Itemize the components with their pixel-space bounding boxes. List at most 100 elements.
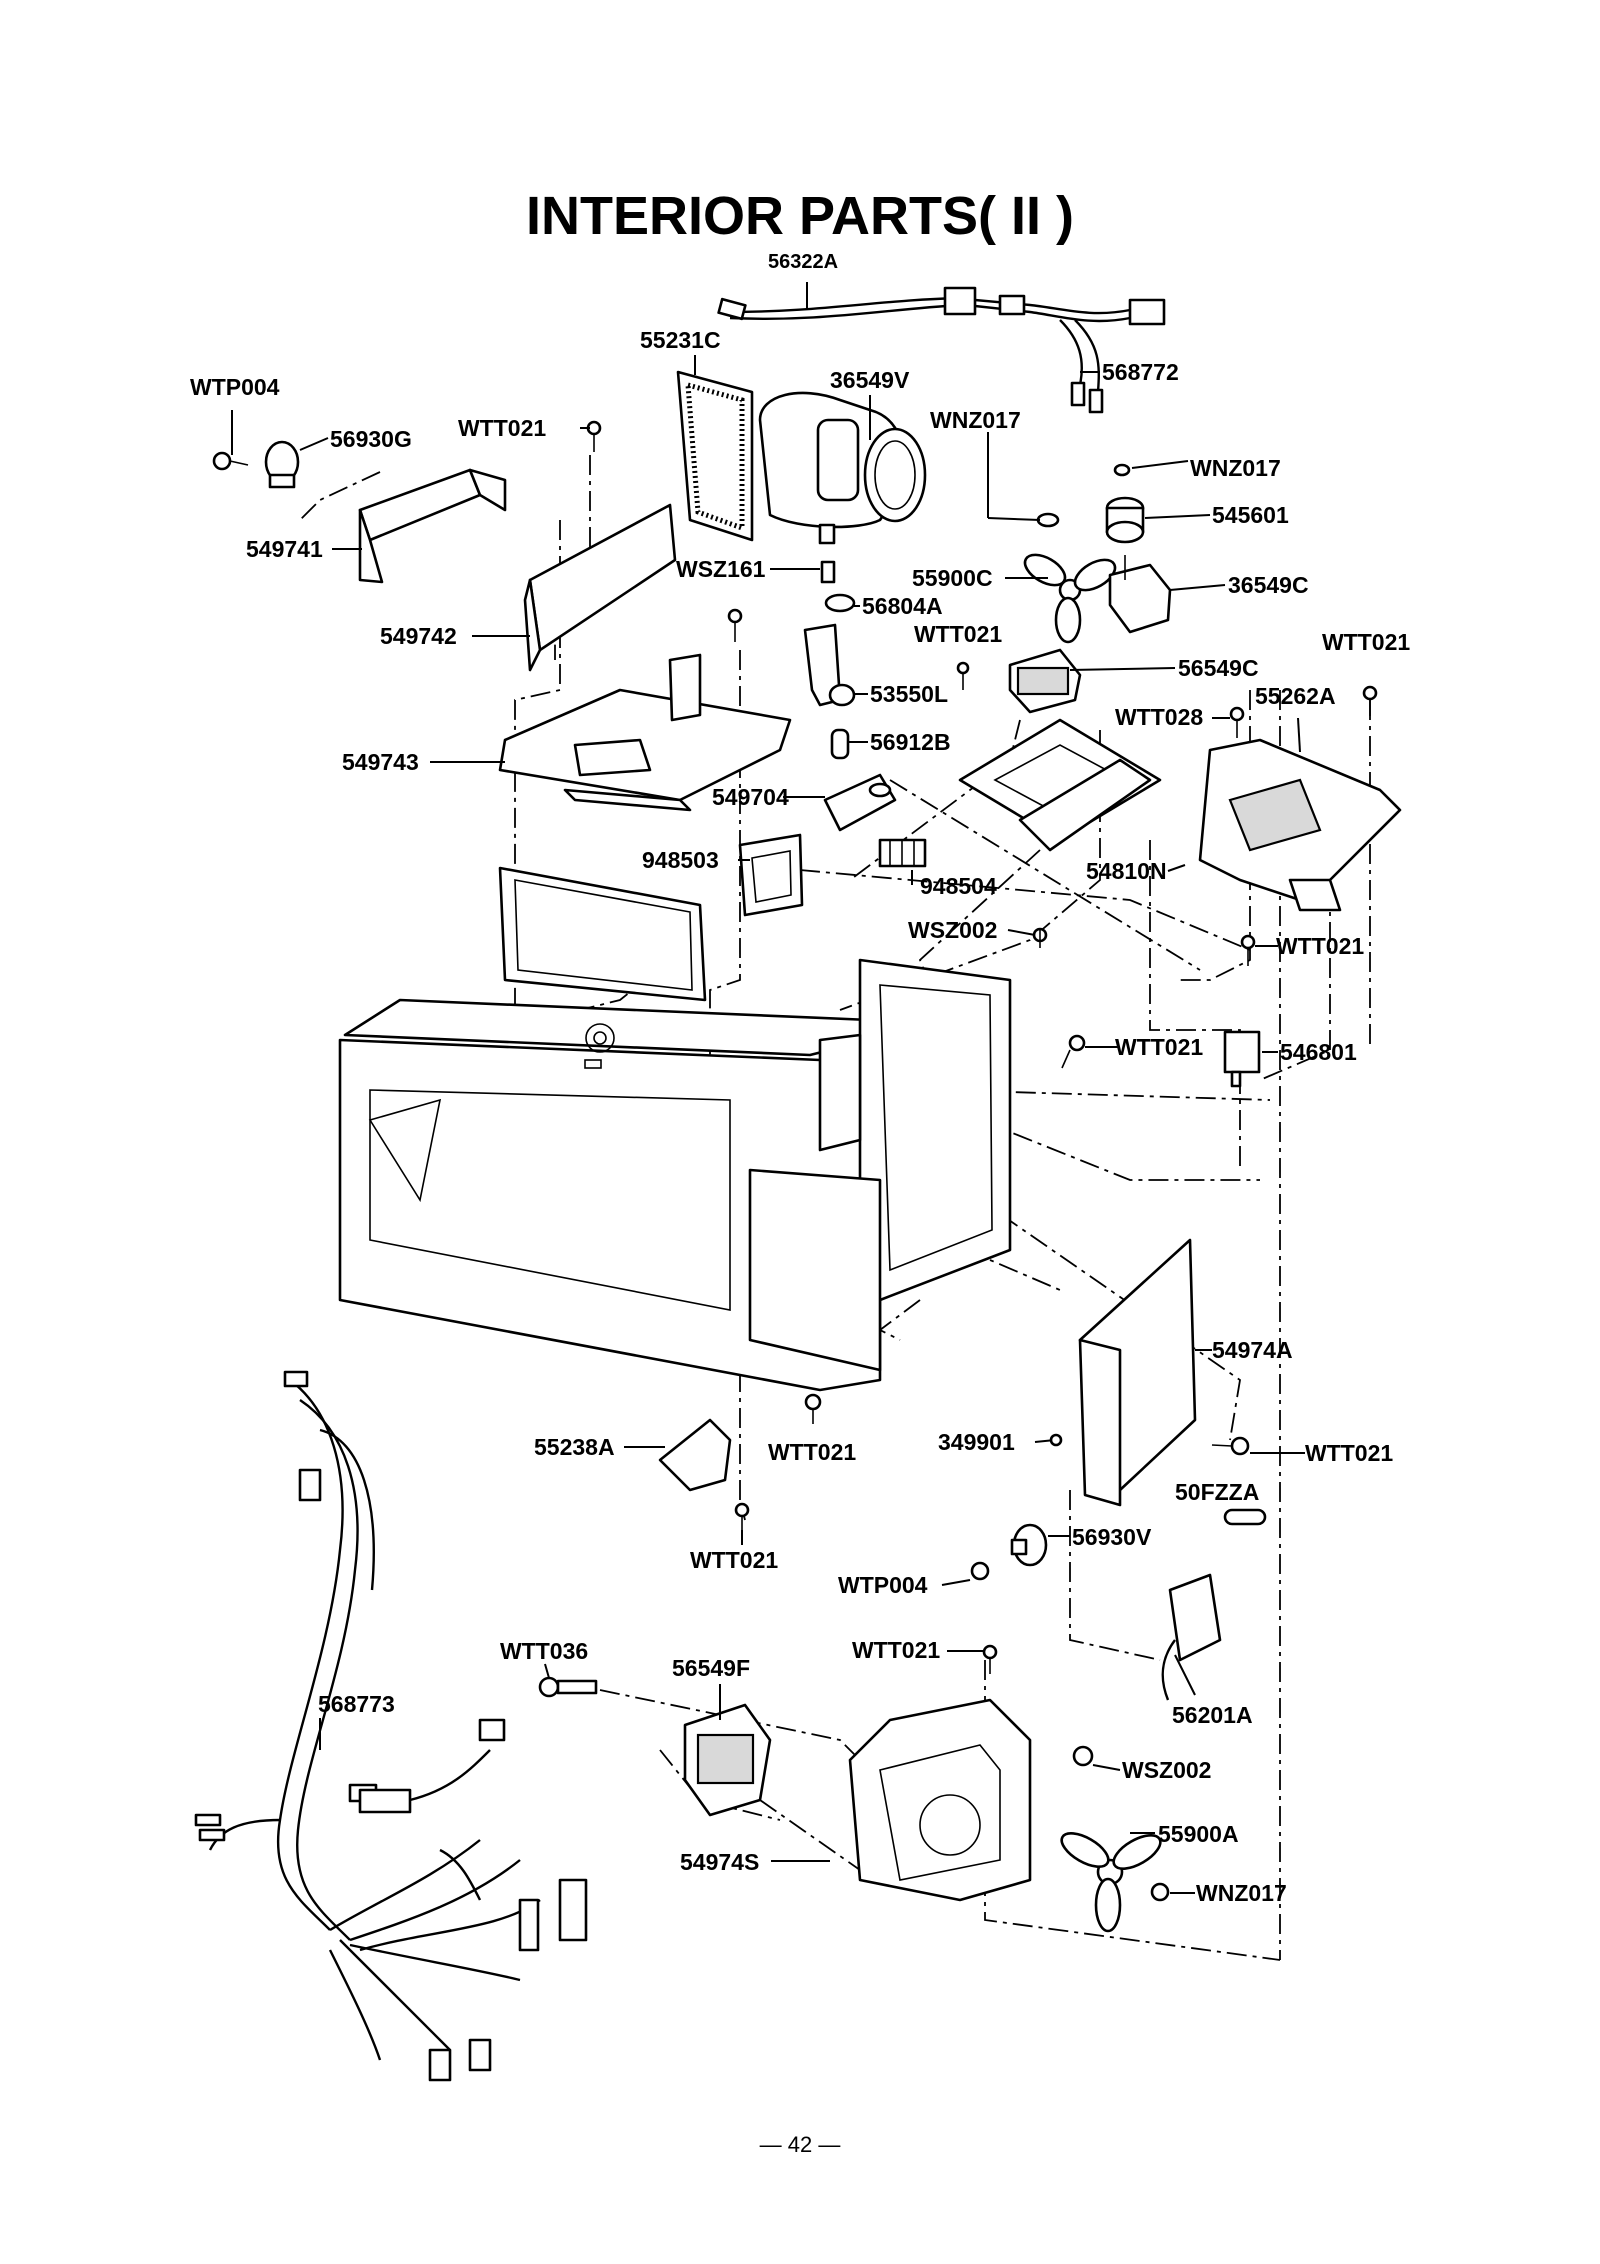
- label-55900c: 55900C: [912, 565, 993, 591]
- bracket-549742: [523, 503, 677, 672]
- housing-54974s: [848, 1698, 1032, 1902]
- label-54974a: 54974A: [1212, 1337, 1293, 1363]
- washer-wnz017-b: [1113, 463, 1131, 477]
- label-549741: 549741: [246, 536, 323, 562]
- screw-wtt021-h: [734, 1502, 750, 1530]
- label-wnz017-c: WNZ017: [1196, 1880, 1287, 1906]
- label-wtp004-a: WTP004: [190, 374, 280, 400]
- screw-wtp004-top: [212, 451, 249, 471]
- label-wsz161: WSZ161: [676, 556, 766, 582]
- fuse-50fzza: [1223, 1508, 1267, 1526]
- label-wtt021-f: WTT021: [768, 1439, 856, 1465]
- part-349901: [1034, 1433, 1063, 1447]
- screw-wtt021-f: [804, 1393, 822, 1424]
- board-56201a: [1161, 1573, 1222, 1701]
- bracket-53550l: [803, 623, 856, 707]
- part-56804a: [824, 593, 856, 613]
- label-wtt021-d: WTT021: [1276, 933, 1364, 959]
- label-wnz017-a: WNZ017: [930, 407, 1021, 433]
- screw-wtt021-g: [1211, 1436, 1250, 1456]
- label-wtt028: WTT028: [1115, 704, 1203, 730]
- label-56930v: 56930V: [1072, 1524, 1152, 1550]
- label-948504: 948504: [920, 873, 997, 899]
- part-56912b: [830, 728, 850, 760]
- label-546801: 546801: [1280, 1039, 1357, 1065]
- label-56804a: 56804A: [862, 593, 943, 619]
- label-549742: 549742: [380, 623, 457, 649]
- label-568772: 568772: [1102, 359, 1179, 385]
- motor-56549c: [1008, 648, 1082, 714]
- screw-wsz002-bottom: [1072, 1745, 1094, 1767]
- label-36549c: 36549C: [1228, 572, 1309, 598]
- label-56930g: 56930G: [330, 426, 412, 452]
- plate-54810n: [958, 718, 1162, 852]
- label-50fzza: 50FZZA: [1175, 1479, 1259, 1505]
- label-55900a: 55900A: [1158, 1821, 1239, 1847]
- label-36549v: 36549V: [830, 367, 910, 393]
- label-549743: 549743: [342, 749, 419, 775]
- part-948504: [878, 838, 927, 868]
- label-wtt021-a: WTT021: [458, 415, 546, 441]
- page-title: INTERIOR PARTS( II ): [526, 186, 1074, 246]
- label-948503: 948503: [642, 847, 719, 873]
- label-349901: 349901: [938, 1429, 1015, 1455]
- label-56201a: 56201A: [1172, 1702, 1253, 1728]
- screw-wsz161: [820, 560, 836, 584]
- leader-lines: [231, 282, 1305, 1894]
- screw-wtt021-e: [1061, 1034, 1086, 1069]
- screw-wtt021-right: [1362, 685, 1378, 716]
- label-55231c: 55231C: [640, 327, 721, 353]
- panel-54974a: [1078, 1238, 1197, 1507]
- label-56549f: 56549F: [672, 1655, 750, 1681]
- harness-56322a: [717, 286, 1166, 414]
- label-wtt021-b: WTT021: [914, 621, 1002, 647]
- label-wtt021-e: WTT021: [1115, 1034, 1203, 1060]
- label-wnz017-b: WNZ017: [1190, 455, 1281, 481]
- main-chassis: [338, 866, 1012, 1392]
- screw-wsz002-mid: [1032, 927, 1048, 948]
- grille-55231c: [676, 370, 754, 542]
- screw-wtp004-bottom: [970, 1561, 990, 1581]
- fan-blade-55900c: [1023, 553, 1117, 644]
- label-56912b: 56912B: [870, 729, 951, 755]
- label-53550l: 53550L: [870, 681, 948, 707]
- label-wtp004-b: WTP004: [838, 1572, 928, 1598]
- thermostat-56930v: [1010, 1523, 1048, 1567]
- bracket-549741: [358, 468, 507, 584]
- screw-wtt021-d: [1240, 934, 1256, 966]
- page-number: — 42 —: [759, 2132, 841, 2157]
- screw-wtt036: [538, 1676, 598, 1698]
- fan-blade-55900a: [1060, 1832, 1162, 1933]
- label-wtt021-c: WTT021: [1322, 629, 1410, 655]
- label-wtt021-h: WTT021: [690, 1547, 778, 1573]
- motor-cap-545601: [1105, 496, 1145, 544]
- part-labels: 56322A 55231C 36549V 568772 WTP004 56930…: [190, 251, 1410, 1906]
- label-wtt036: WTT036: [500, 1638, 588, 1664]
- label-545601: 545601: [1212, 502, 1289, 528]
- screw-wtt021-c: [956, 661, 970, 690]
- label-wsz002-a: WSZ002: [908, 917, 997, 943]
- screw-wtt028: [1229, 706, 1245, 738]
- label-wsz002-b: WSZ002: [1122, 1757, 1211, 1783]
- switch-546801: [1223, 1030, 1261, 1088]
- washer-wnz017-c: [1150, 1882, 1170, 1902]
- label-56322a: 56322A: [768, 251, 838, 273]
- harness-568773: [194, 1370, 588, 2082]
- label-54810n: 54810N: [1086, 858, 1167, 884]
- damper-948503: [738, 833, 804, 917]
- motor-56549f: [683, 1703, 772, 1817]
- label-wtt021-i: WTT021: [852, 1637, 940, 1663]
- part-549704: [823, 773, 897, 832]
- label-549704: 549704: [712, 784, 789, 810]
- label-55262a: 55262A: [1255, 683, 1336, 709]
- plate-549743: [498, 653, 792, 812]
- bracket-55238a: [658, 1418, 732, 1492]
- label-55238a: 55238A: [534, 1434, 615, 1460]
- motor-36549c: [1108, 555, 1172, 634]
- label-56549c: 56549C: [1178, 655, 1259, 681]
- thermostat-56930g: [264, 440, 300, 489]
- label-wtt021-g: WTT021: [1305, 1440, 1393, 1466]
- duct-55262a: [1198, 738, 1402, 912]
